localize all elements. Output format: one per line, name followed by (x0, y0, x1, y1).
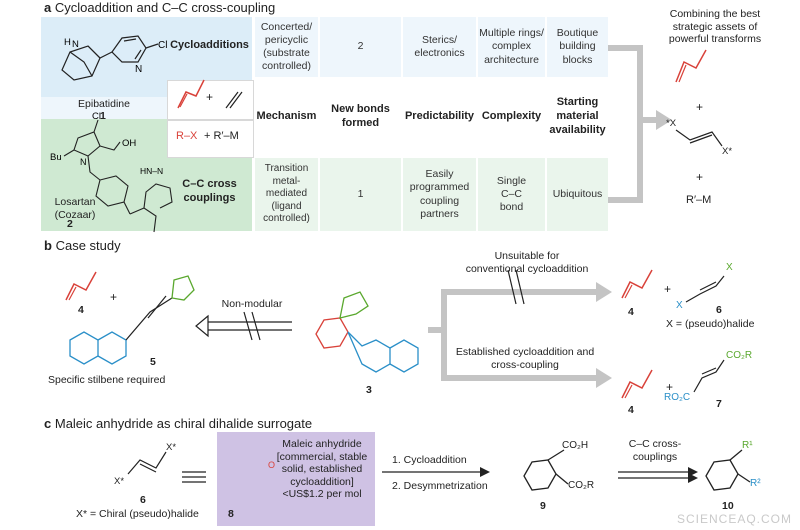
maleic-text: Maleic anhydride [commercial, stable sol… (276, 438, 368, 501)
product-9-structure (523, 449, 569, 491)
x-definition: X = (pseudo)halide (666, 318, 755, 330)
cc-complexity: Single C–C bond (496, 174, 527, 214)
epibatidine-structure (61, 35, 159, 81)
step-desymmetrization: 2. Desymmetrization (392, 480, 488, 492)
header-bonds: New bonds formed (331, 103, 390, 129)
panel-c-title: c Maleic anhydride as chiral dihalide su… (44, 416, 313, 431)
epibatidine-name: Epibatidine (78, 98, 130, 110)
alkene (225, 91, 243, 109)
panel-a-title: a Cycloaddition and C–C cross-coupling (44, 0, 276, 15)
cc-box (167, 158, 252, 231)
cc-bonds: 1 (357, 187, 364, 200)
row-label-cc: C–C cross couplings (182, 178, 237, 204)
combine-diene (675, 49, 707, 83)
cc-row-bg (255, 158, 608, 231)
cc-predictability: Easily programmed coupling partners (409, 168, 470, 220)
dihalide-6 (127, 451, 167, 475)
cyclo-reaction-box (167, 80, 254, 120)
cyclo-row-bg (255, 17, 608, 77)
unsuitable-label: Unsuitable for conventional cycloadditio… (465, 250, 589, 275)
combine-rm: R′–M (686, 194, 712, 206)
cyclo-availability: Boutique building blocks (556, 27, 599, 66)
header-complexity: Complexity (481, 110, 542, 123)
combine-text: Combining the best strategic assets of p… (668, 8, 762, 46)
combine-dihalide (675, 129, 723, 147)
rx-label: R–X (176, 130, 198, 142)
watermark: SCIENCEAQ.COM (676, 512, 792, 526)
svg-text:N: N (80, 157, 87, 167)
losartan-box (41, 119, 167, 231)
stilbene-caption: Specific stilbene required (48, 374, 166, 386)
row-label-cycloadditions: Cycloadditions (170, 39, 249, 52)
epibatidine-number: 1 (100, 110, 106, 122)
nonmodular-label: Non-modular (221, 298, 283, 310)
svg-text:Bu: Bu (50, 152, 62, 163)
svg-text:N: N (135, 64, 142, 75)
cc-availability: Ubiquitous (552, 187, 603, 200)
losartan-structure (63, 119, 173, 233)
header-mechanism: Mechanism (256, 110, 317, 123)
quinoline-left (69, 331, 127, 365)
svg-text:Cl: Cl (158, 40, 167, 51)
established-label: Established cycloaddition and cross-coup… (455, 346, 595, 371)
header-predictability: Predictability (404, 110, 475, 123)
header-availability: Starting material availability (549, 96, 606, 136)
svg-text:N: N (72, 39, 79, 50)
chiral-halide-def: X* = Chiral (pseudo)halide (76, 508, 199, 520)
cyclo-complexity: Multiple rings/ complex architecture (479, 27, 544, 66)
diene-red (177, 79, 205, 109)
svg-text:OH: OH (122, 138, 136, 149)
cc-reaction-box (167, 120, 254, 158)
cc-couplings-label: C–C cross- couplings (628, 438, 682, 463)
cyclo-mechanism: Concerted/ pericyclic (substrate control… (260, 20, 313, 73)
cyclohexene-3 (315, 317, 349, 349)
product-10-structure (705, 449, 751, 491)
losartan-number: 2 (67, 218, 73, 230)
maleic-box (217, 432, 375, 526)
cc-mechanism: Transition metal-mediated (ligand contro… (263, 163, 310, 225)
svg-text:HN–N: HN–N (140, 166, 163, 176)
svg-text:Cl: Cl (92, 111, 101, 122)
cyclo-bonds: 2 (357, 40, 364, 53)
combine-bracket (608, 45, 643, 203)
svg-text:H: H (64, 37, 71, 48)
step-cycloaddition: 1. Cycloaddition (392, 454, 467, 466)
losartan-name: Losartan (Cozaar) (54, 196, 96, 221)
epibatidine-box (41, 97, 167, 119)
panel-b-title: b Case study (44, 238, 121, 253)
rm-label: + R′–M (204, 130, 239, 142)
cyclo-predictability: Sterics/ electronics (414, 33, 465, 59)
thiophene-left (171, 275, 195, 301)
